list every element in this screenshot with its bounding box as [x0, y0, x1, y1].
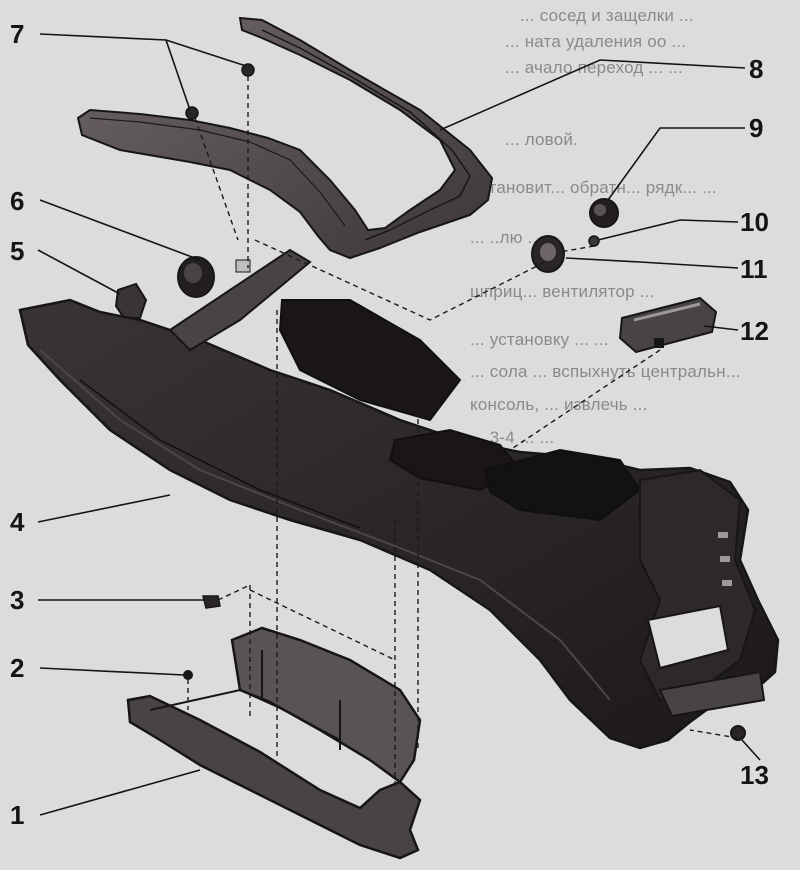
part-9-cap — [589, 198, 619, 228]
bg-text-line: ... сосед и защелки ... — [520, 6, 694, 25]
callout-label: 10 — [740, 207, 769, 237]
callout-label: 5 — [10, 236, 25, 266]
callout-label: 1 — [10, 800, 25, 830]
bg-text-line: ... сола ... вспыхнуть центральн... — [470, 362, 741, 381]
part-10-washer — [588, 235, 600, 247]
part-1-lower-bracket — [126, 626, 422, 860]
callout-label: 7 — [10, 19, 25, 49]
part-5-clip — [114, 282, 148, 319]
bg-text-line: Установит... обратн... рядк... ... — [470, 178, 717, 197]
part-8-trim-frame — [76, 16, 494, 260]
part-11-switch — [531, 235, 565, 273]
callout-label: 6 — [10, 186, 25, 216]
callout-label: 12 — [740, 316, 769, 346]
part-13-nut — [730, 725, 746, 741]
part-7-screw — [185, 63, 255, 120]
assembly-dashed-lines — [187, 76, 739, 790]
bg-text-line: консоль, ... извлечь ... — [470, 395, 648, 414]
callout-label: 4 — [10, 507, 25, 537]
bg-text-line: ... установку ... ... — [470, 330, 609, 349]
callout-label: 9 — [749, 113, 764, 143]
part-4-console-body — [18, 248, 780, 750]
callout-label: 11 — [740, 254, 768, 284]
bg-text-line: ... ..лю ... — [470, 228, 543, 247]
callout-label: 3 — [10, 585, 25, 615]
part-3-screw — [202, 595, 221, 609]
bg-text-line: шприц... вентилятор ... — [470, 282, 655, 301]
callout-label: 2 — [10, 653, 25, 683]
callout-label: 13 — [740, 760, 769, 790]
part-12-switch-module — [618, 296, 718, 354]
callout-label: 8 — [749, 54, 764, 84]
leader-lines — [37, 33, 761, 816]
part-6-cap — [177, 256, 251, 298]
bg-text-line: ... ловой. — [505, 130, 578, 149]
bg-text-line: ... ната удаления оо ... — [505, 32, 687, 51]
